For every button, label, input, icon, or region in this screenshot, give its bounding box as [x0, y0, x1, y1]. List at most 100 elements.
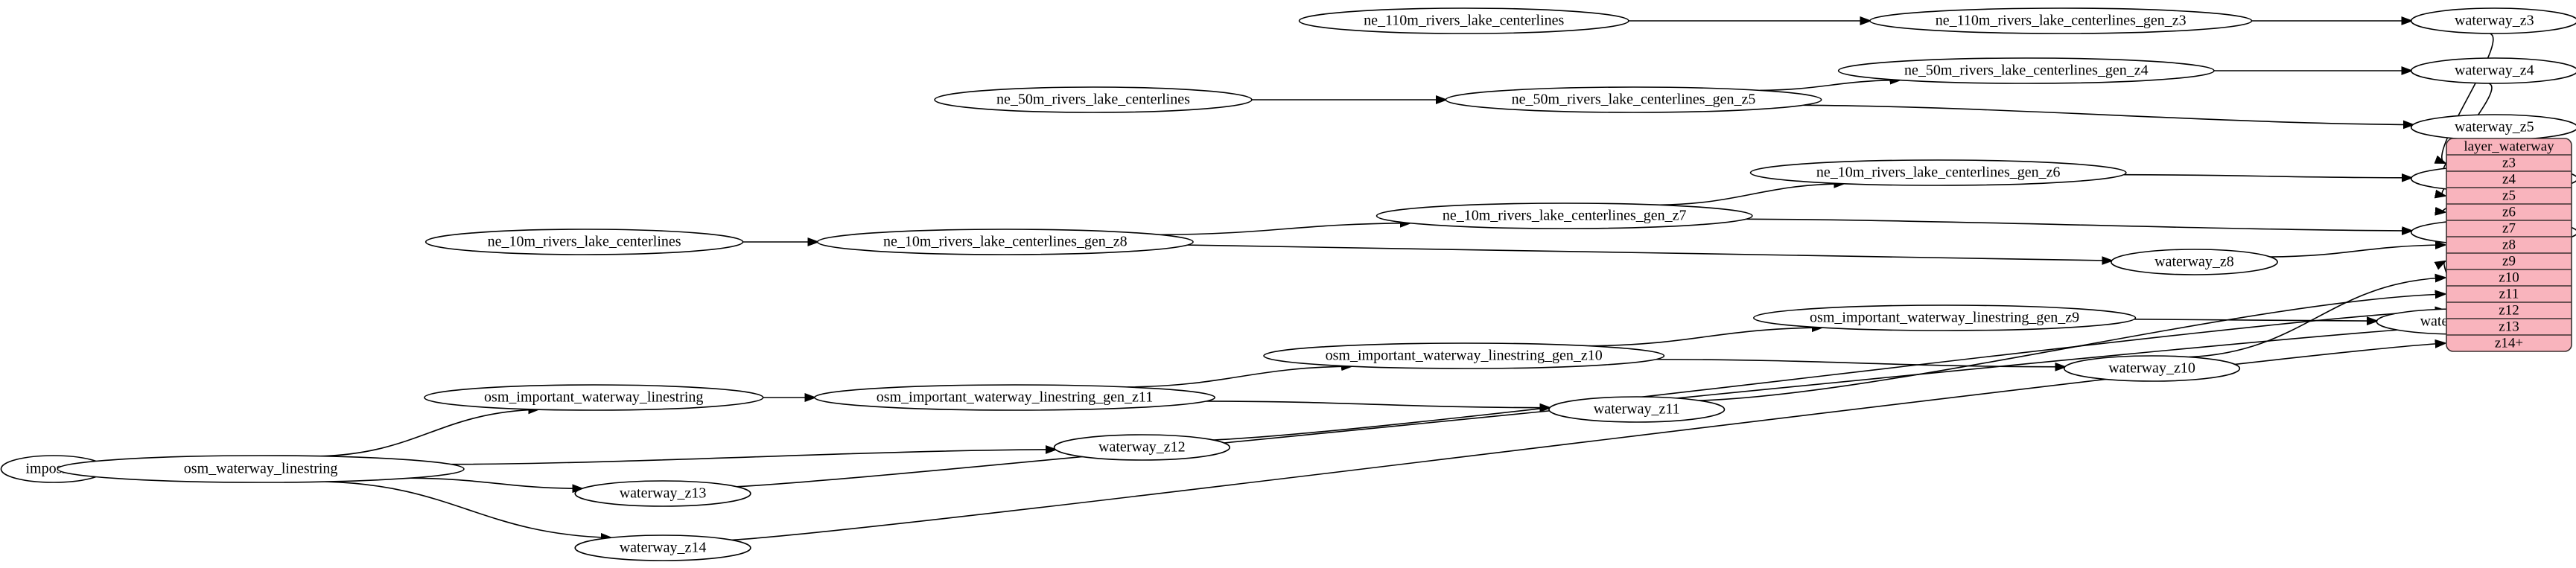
table-row-z11[interactable]: z11: [2499, 286, 2519, 301]
edge-ne_10m_rivers_lake_centerlines_gen_z8-to-ne_10m_rivers_lake_centerlines_gen_z7: [1160, 223, 1410, 236]
node-shape: [814, 384, 1216, 411]
edge-ne_50m_rivers_lake_centerlines_gen_z5-to-ne_50m_rivers_lake_centerlines_gen_z4: [1760, 80, 1900, 92]
graph-node-osm_important_waterway_linestring_gen_z9[interactable]: osm_important_waterway_linestring_gen_z9: [1753, 304, 2137, 331]
node-label: waterway_z5: [2455, 119, 2534, 135]
graph-node-waterway_z14[interactable]: waterway_z14: [574, 535, 751, 561]
node-label: ne_110m_rivers_lake_centerlines: [1364, 13, 1564, 29]
node-shape: [1753, 304, 2137, 331]
node-label: waterway_z10: [2108, 360, 2195, 377]
node-label: osm_important_waterway_linestring_gen_z9: [1810, 310, 2079, 326]
node-label: waterway_z3: [2455, 13, 2534, 29]
graph-node-ne_110m_rivers_lake_centerlines[interactable]: ne_110m_rivers_lake_centerlines: [1298, 7, 1629, 34]
node-shape: [1053, 434, 1230, 461]
edge-ne_10m_rivers_lake_centerlines_gen_z6-to-waterway_z6: [2123, 175, 2411, 178]
node-shape: [1298, 7, 1629, 34]
edge-ne_50m_rivers_lake_centerlines_gen_z5-to-waterway_z5: [1803, 104, 2413, 124]
node-label: ne_10m_rivers_lake_centerlines_gen_z8: [883, 234, 1128, 250]
node-shape: [1376, 202, 1753, 229]
node-shape: [1445, 86, 1822, 113]
table-row-z9[interactable]: z9: [2502, 253, 2516, 269]
graph-node-waterway_z11[interactable]: waterway_z11: [1548, 396, 1726, 423]
edge-waterway_z8-to-layer_waterway.z8: [2270, 245, 2445, 258]
node-shape: [2410, 7, 2576, 34]
edge-ne_10m_rivers_lake_centerlines_gen_z7-to-ne_10m_rivers_lake_centerlines_gen_z6: [1659, 184, 1844, 206]
graph-node-waterway_z13[interactable]: waterway_z13: [574, 480, 751, 507]
edge-osm_waterway_linestring-to-waterway_z13: [410, 477, 582, 488]
node-label: waterway_z14: [620, 540, 707, 556]
graph-node-waterway_z5[interactable]: waterway_z5: [2410, 114, 2576, 141]
table-row-z7[interactable]: z7: [2502, 220, 2516, 236]
node-shape: [424, 384, 764, 411]
node-label: waterway_z11: [1594, 401, 1680, 418]
node-label: osm_important_waterway_linestring_gen_z1…: [877, 389, 1153, 406]
node-label: ne_50m_rivers_lake_centerlines_gen_z5: [1512, 92, 1756, 108]
table-row-z13[interactable]: z13: [2499, 319, 2519, 334]
graph-node-waterway_z12[interactable]: waterway_z12: [1053, 434, 1230, 461]
node-label: ne_110m_rivers_lake_centerlines_gen_z3: [1936, 13, 2187, 29]
table-row-z4[interactable]: z4: [2502, 171, 2516, 187]
node-shape: [2063, 355, 2241, 382]
node-label: ne_50m_rivers_lake_centerlines: [996, 92, 1190, 108]
node-shape: [2410, 57, 2576, 84]
node-shape: [1548, 396, 1726, 423]
edge-waterway_z14-to-layer_waterway.z14+: [731, 343, 2445, 541]
graph-node-ne_50m_rivers_lake_centerlines_gen_z5[interactable]: ne_50m_rivers_lake_centerlines_gen_z5: [1445, 86, 1822, 113]
node-label: waterway_z8: [2154, 254, 2234, 270]
table-row-z12[interactable]: z12: [2499, 302, 2519, 318]
edge-osm_important_waterway_linestring_gen_z11-to-waterway_z11: [1206, 401, 1550, 408]
table-row-z8[interactable]: z8: [2502, 237, 2516, 252]
node-label: waterway_z13: [620, 485, 707, 502]
edge-osm_important_waterway_linestring_gen_z10-to-osm_important_waterway_linestring_gen_z9: [1588, 328, 1822, 347]
node-label: ne_50m_rivers_lake_centerlines_gen_z4: [1904, 63, 2149, 79]
edge-ne_10m_rivers_lake_centerlines_gen_z7-to-waterway_z7: [1746, 218, 2412, 231]
node-shape: [2111, 249, 2278, 275]
table-row-z10[interactable]: z10: [2499, 269, 2519, 285]
node-shape: [816, 229, 1194, 255]
table-header-label: layer_waterway: [2464, 138, 2554, 154]
graph-node-waterway_z8[interactable]: waterway_z8: [2111, 249, 2278, 275]
edge-osm_important_waterway_linestring_gen_z9-to-waterway_z9: [2134, 319, 2377, 321]
graph-node-ne_10m_rivers_lake_centerlines_gen_z6[interactable]: ne_10m_rivers_lake_centerlines_gen_z6: [1749, 159, 2127, 186]
table-row-z6[interactable]: z6: [2502, 204, 2516, 220]
edge-waterway_z10-to-layer_waterway.z10: [2189, 278, 2445, 358]
node-shape: [1869, 7, 2253, 34]
graph-node-osm_important_waterway_linestring_gen_z11[interactable]: osm_important_waterway_linestring_gen_z1…: [814, 384, 1216, 411]
layer-waterway-table: layer_waterwayz3z4z5z6z7z8z9z10z11z12z13…: [2446, 138, 2572, 352]
graph-node-ne_10m_rivers_lake_centerlines_gen_z8[interactable]: ne_10m_rivers_lake_centerlines_gen_z8: [816, 229, 1194, 255]
graph-node-osm_important_waterway_linestring_gen_z10[interactable]: osm_important_waterway_linestring_gen_z1…: [1263, 342, 1665, 369]
graph-node-waterway_z10[interactable]: waterway_z10: [2063, 355, 2241, 382]
graph-node-osm_waterway_linestring[interactable]: osm_waterway_linestring: [57, 455, 465, 483]
graph-node-waterway_z3[interactable]: waterway_z3: [2410, 7, 2576, 34]
table-row-z5[interactable]: z5: [2502, 188, 2516, 203]
node-shape: [1837, 57, 2215, 84]
node-label: osm_important_waterway_linestring: [484, 389, 703, 406]
node-label: ne_10m_rivers_lake_centerlines: [488, 234, 681, 250]
edge-waterway_z12-to-layer_waterway.z12: [1212, 310, 2445, 441]
node-shape: [934, 86, 1253, 113]
graph-node-waterway_z4[interactable]: waterway_z4: [2410, 57, 2576, 84]
node-label: waterway_z4: [2455, 63, 2534, 79]
table-row-z3[interactable]: z3: [2502, 155, 2516, 170]
node-shape: [424, 229, 744, 255]
graph-node-ne_50m_rivers_lake_centerlines_gen_z4[interactable]: ne_50m_rivers_lake_centerlines_gen_z4: [1837, 57, 2215, 84]
graph-node-osm_important_waterway_linestring[interactable]: osm_important_waterway_linestring: [424, 384, 764, 411]
graph-node-ne_10m_rivers_lake_centerlines[interactable]: ne_10m_rivers_lake_centerlines: [424, 229, 744, 255]
node-label: waterway_z12: [1098, 439, 1186, 456]
node-shape: [574, 535, 751, 561]
graph-node-ne_50m_rivers_lake_centerlines[interactable]: ne_50m_rivers_lake_centerlines: [934, 86, 1253, 113]
node-shape: [1263, 342, 1665, 369]
node-label: ne_10m_rivers_lake_centerlines_gen_z6: [1816, 165, 2061, 181]
table-row-z14+[interactable]: z14+: [2495, 335, 2523, 351]
node-label: osm_waterway_linestring: [184, 461, 338, 477]
edge-osm_waterway_linestring-to-waterway_z12: [451, 450, 1055, 465]
graph-node-ne_110m_rivers_lake_centerlines_gen_z3[interactable]: ne_110m_rivers_lake_centerlines_gen_z3: [1869, 7, 2253, 34]
node-shape: [1749, 159, 2127, 186]
table-outline: [2446, 138, 2572, 352]
edge-ne_10m_rivers_lake_centerlines_gen_z8-to-waterway_z8: [1187, 244, 2111, 261]
graph-node-ne_10m_rivers_lake_centerlines_gen_z7[interactable]: ne_10m_rivers_lake_centerlines_gen_z7: [1376, 202, 1753, 229]
node-shape: [574, 480, 751, 507]
node-label: ne_10m_rivers_lake_centerlines_gen_z7: [1443, 208, 1687, 224]
edge-waterway_z3-to-layer_waterway.z3: [2442, 33, 2494, 163]
